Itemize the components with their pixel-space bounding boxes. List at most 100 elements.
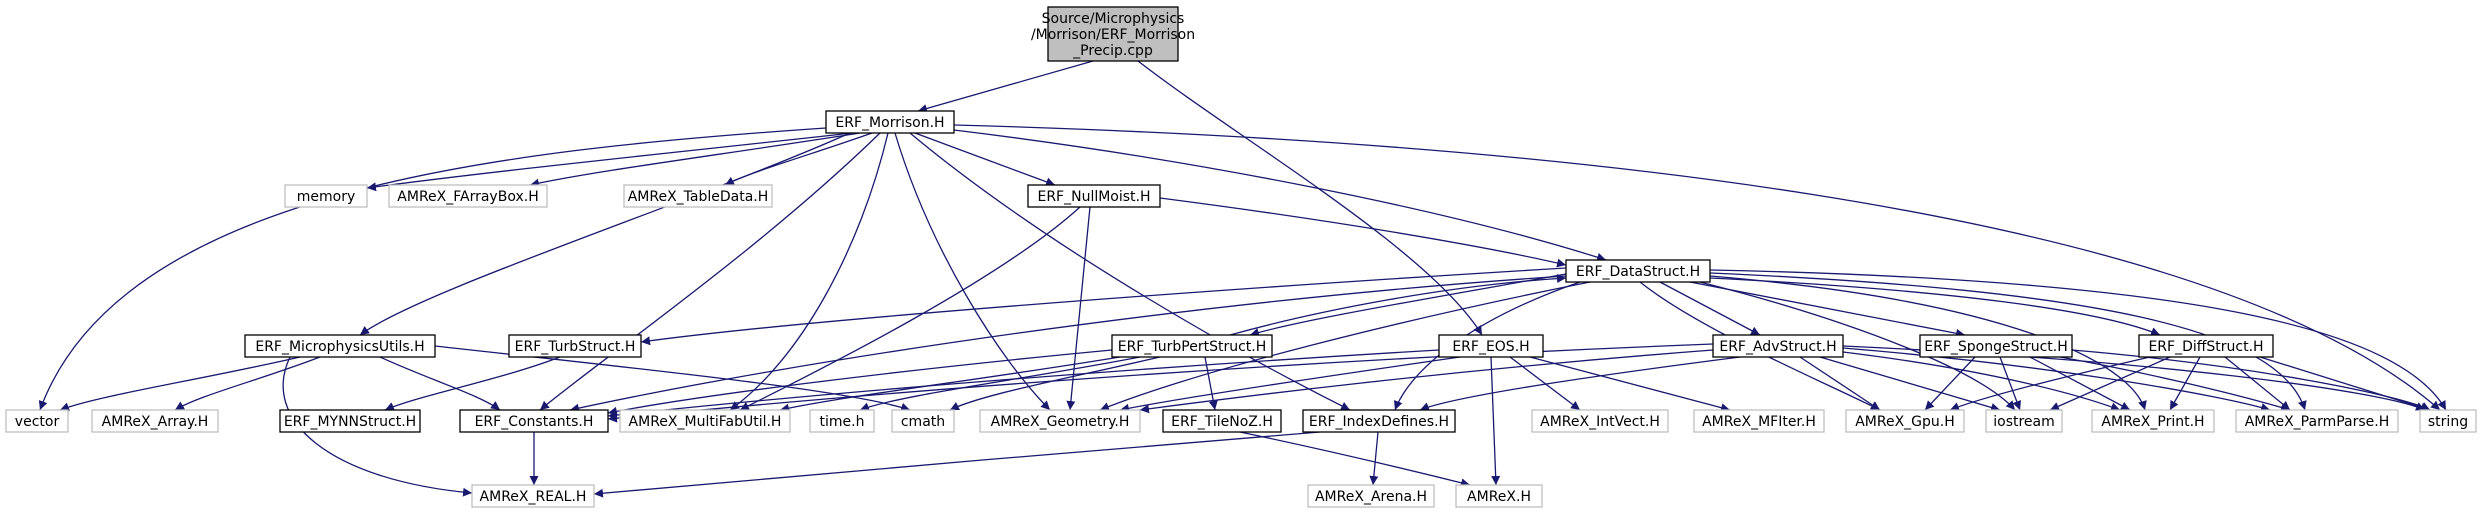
node-amrex-gpu[interactable]: AMReX_Gpu.H bbox=[1845, 409, 1965, 433]
node-iostream[interactable]: iostream bbox=[1985, 409, 2063, 433]
node-erf-microphysicsutils[interactable]: ERF_MicrophysicsUtils.H bbox=[244, 334, 436, 358]
svg-text:AMReX_ParmParse.H: AMReX_ParmParse.H bbox=[2245, 414, 2390, 430]
svg-text:AMReX_TableData.H: AMReX_TableData.H bbox=[628, 189, 769, 205]
edge-erf-turbpertstruct-to-time-h bbox=[859, 356, 1141, 412]
edge-erf-microphysicsutils-to-amrex-real bbox=[282, 356, 473, 497]
svg-text:ERF_IndexDefines.H: ERF_IndexDefines.H bbox=[1309, 414, 1449, 430]
edge-erf-morrison-to-erf-microphysicsutils bbox=[359, 132, 851, 336]
svg-text:ERF_AdvStruct.H: ERF_AdvStruct.H bbox=[1719, 339, 1836, 355]
node-cmath[interactable]: cmath bbox=[891, 409, 955, 433]
svg-text:string: string bbox=[2428, 414, 2468, 430]
node-erf-advstruct[interactable]: ERF_AdvStruct.H bbox=[1712, 334, 1844, 358]
node-erf-mynnstruct[interactable]: ERF_MYNNStruct.H bbox=[279, 409, 421, 433]
edge-erf-datastruct-to-amrex-parmparse bbox=[1709, 272, 2307, 411]
node-amrex-array[interactable]: AMReX_Array.H bbox=[91, 409, 219, 433]
svg-text:ERF_TurbPertStruct.H: ERF_TurbPertStruct.H bbox=[1118, 339, 1267, 355]
edge-erf-morrison-to-amrex-farraybox bbox=[529, 132, 861, 188]
edge-erf-morrison-to-string bbox=[953, 124, 2441, 411]
edge-erf-morrison-to-memory bbox=[366, 132, 853, 192]
node-erf-indexdefines[interactable]: ERF_IndexDefines.H bbox=[1302, 409, 1456, 433]
node-memory[interactable]: memory bbox=[284, 184, 368, 208]
edge-erf-turbpertstruct-to-cmath bbox=[949, 356, 1161, 411]
edge-erf-spongestruct-to-amrex-parmparse bbox=[2059, 356, 2291, 412]
edge-erf-morrison-to-erf-constants bbox=[539, 132, 881, 411]
root-file-line-2: /Morrison/ERF_Morrison bbox=[1031, 27, 1195, 43]
edge-erf-spongestruct-to-string bbox=[2071, 349, 2431, 411]
edge-erf-diffstruct-to-amrex-parmparse bbox=[2224, 356, 2291, 411]
svg-text:ERF_DiffStruct.H: ERF_DiffStruct.H bbox=[2148, 339, 2263, 355]
node-erf-diffstruct[interactable]: ERF_DiffStruct.H bbox=[2138, 334, 2274, 358]
edge-erf-eos-to-amrex-h bbox=[1490, 356, 1501, 486]
edge-erf-advstruct-to-amrex-print bbox=[1842, 351, 2121, 412]
edge-erf-microphysicsutils-to-erf-constants bbox=[379, 356, 501, 411]
node-amrex-multifabutil[interactable]: AMReX_MultiFabUtil.H bbox=[619, 409, 791, 433]
edge-erf-datastruct-to-iostream bbox=[1699, 281, 2016, 411]
file-nodes: Source/Microphysics /Morrison/ERF_Morris… bbox=[5, 6, 2477, 508]
node-amrex-arena[interactable]: AMReX_Arena.H bbox=[1307, 484, 1435, 508]
node-erf-turbpertstruct[interactable]: ERF_TurbPertStruct.H bbox=[1111, 334, 1273, 358]
edge-erf-spongestruct-to-iostream bbox=[1999, 356, 2022, 411]
edge-erf-microphysicsutils-to-vector bbox=[59, 356, 301, 412]
node-erf-datastruct[interactable]: ERF_DataStruct.H bbox=[1565, 259, 1711, 283]
node-erf-tilenoz[interactable]: ERF_TileNoZ.H bbox=[1162, 409, 1282, 433]
edge-erf-datastruct-to-amrex-geometry bbox=[1099, 281, 1591, 411]
svg-text:ERF_SpongeStruct.H: ERF_SpongeStruct.H bbox=[1924, 339, 2068, 355]
edge-erf-turbpertstruct-to-erf-constants bbox=[607, 349, 1113, 416]
edge-erf-microphysicsutils-to-amrex-array bbox=[174, 356, 321, 411]
edge-erf-datastruct-to-erf-turbpertstruct bbox=[1249, 273, 1567, 337]
node-erf-morrison[interactable]: ERF_Morrison.H bbox=[825, 110, 955, 134]
node-amrex-h[interactable]: AMReX.H bbox=[1455, 484, 1543, 508]
svg-text:ERF_TileNoZ.H: ERF_TileNoZ.H bbox=[1171, 414, 1273, 430]
edge-erf-tilenoz-to-amrex-h bbox=[1239, 431, 1471, 488]
node-erf-spongestruct[interactable]: ERF_SpongeStruct.H bbox=[1919, 334, 2073, 358]
edge-erf-turbpertstruct-to-erf-datastruct bbox=[1229, 274, 1567, 336]
node-erf-turbstruct[interactable]: ERF_TurbStruct.H bbox=[508, 334, 642, 358]
node-erf-constants[interactable]: ERF_Constants.H bbox=[459, 409, 609, 433]
edge-erf-turbpertstruct-to-erf-tilenoz bbox=[1204, 356, 1218, 411]
edge-erf-spongestruct-to-amrex-print bbox=[2029, 356, 2131, 411]
node-amrex-real[interactable]: AMReX_REAL.H bbox=[471, 484, 595, 508]
node-erf-nullmoist[interactable]: ERF_NullMoist.H bbox=[1027, 184, 1161, 208]
node-amrex-intvect[interactable]: AMReX_IntVect.H bbox=[1531, 409, 1669, 433]
svg-text:AMReX_Geometry.H: AMReX_Geometry.H bbox=[991, 414, 1130, 430]
edge-erf-advstruct-to-amrex-geometry bbox=[1139, 349, 1714, 414]
node-time-h[interactable]: time.h bbox=[809, 409, 875, 433]
edge-erf-datastruct-to-erf-turbstruct bbox=[640, 267, 1567, 346]
svg-text:AMReX_Arena.H: AMReX_Arena.H bbox=[1315, 489, 1427, 505]
node-amrex-parmparse[interactable]: AMReX_ParmParse.H bbox=[2235, 409, 2399, 433]
edge-erf-morrison-to-amrex-geometry bbox=[894, 132, 1051, 411]
node-root-file[interactable]: Source/Microphysics /Morrison/ERF_Morris… bbox=[1031, 6, 1195, 62]
edge-erf-datastruct-to-erf-constants bbox=[569, 275, 1567, 413]
node-amrex-farraybox[interactable]: AMReX_FArrayBox.H bbox=[388, 184, 548, 208]
svg-text:ERF_NullMoist.H: ERF_NullMoist.H bbox=[1037, 189, 1150, 205]
node-amrex-tabledata[interactable]: AMReX_TableData.H bbox=[623, 184, 773, 208]
svg-text:cmath: cmath bbox=[901, 414, 945, 430]
edge-erf-diffstruct-to-amrex-gpu bbox=[1949, 356, 2151, 411]
edge-erf-morrison-to-erf-nullmoist bbox=[914, 132, 1056, 187]
svg-text:memory: memory bbox=[297, 189, 356, 205]
root-file-line-3: _Precip.cpp bbox=[1072, 43, 1153, 59]
edge-erf-morrison-to-vector bbox=[38, 127, 827, 411]
edge-erf-advstruct-to-erf-indexdefines bbox=[1419, 356, 1741, 411]
edge-erf-advstruct-to-amrex-gpu bbox=[1799, 356, 1881, 411]
svg-text:ERF_MicrophysicsUtils.H: ERF_MicrophysicsUtils.H bbox=[255, 339, 424, 355]
edge-erf-turbstruct-to-erf-mynnstruct bbox=[384, 356, 561, 411]
edge-erf-diffstruct-to-iostream bbox=[2049, 356, 2171, 411]
node-amrex-mfiter[interactable]: AMReX_MFIter.H bbox=[1693, 409, 1825, 433]
node-erf-eos[interactable]: ERF_EOS.H bbox=[1438, 334, 1544, 358]
svg-text:AMReX_Print.H: AMReX_Print.H bbox=[2101, 414, 2204, 430]
node-amrex-print[interactable]: AMReX_Print.H bbox=[2091, 409, 2215, 433]
node-amrex-geometry[interactable]: AMReX_Geometry.H bbox=[979, 409, 1141, 433]
svg-text:ERF_Constants.H: ERF_Constants.H bbox=[475, 414, 594, 430]
edge-erf-advstruct-to-iostream bbox=[1819, 356, 2001, 412]
edge-erf-datastruct-to-string bbox=[1709, 269, 2447, 411]
svg-text:time.h: time.h bbox=[820, 414, 865, 430]
edge-erf-nullmoist-to-erf-datastruct bbox=[1159, 197, 1567, 268]
node-vector[interactable]: vector bbox=[5, 409, 69, 433]
dependency-edges bbox=[38, 60, 2447, 498]
edge-root-to-erf-eos bbox=[1137, 60, 1483, 336]
svg-text:ERF_EOS.H: ERF_EOS.H bbox=[1452, 339, 1529, 355]
node-string[interactable]: string bbox=[2419, 409, 2477, 433]
svg-text:AMReX_IntVect.H: AMReX_IntVect.H bbox=[1540, 414, 1660, 430]
root-file-line-1: Source/Microphysics bbox=[1042, 11, 1185, 27]
